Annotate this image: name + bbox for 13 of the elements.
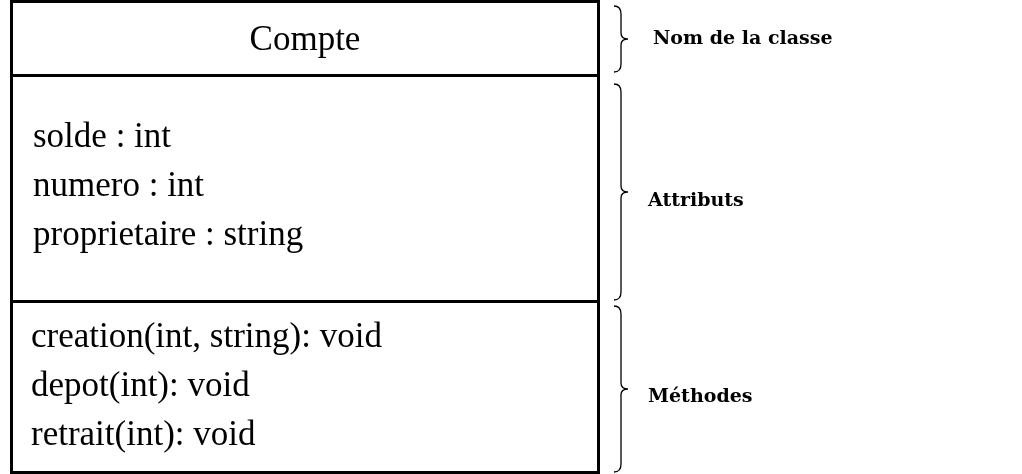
methods-compartment (10, 300, 600, 474)
class-name: Compte (249, 18, 361, 60)
method-text: creation(int, string): void (31, 315, 382, 357)
compartment-label: Nom de la classe (653, 26, 833, 48)
method-text: depot(int): void (31, 364, 250, 406)
method-text: retrait(int): void (31, 413, 256, 455)
attributes-compartment (10, 74, 600, 303)
class-name-compartment (10, 0, 600, 77)
compartment-label: Méthodes (648, 384, 753, 406)
compartment-label: Attributs (648, 188, 744, 210)
attribute-text: numero : int (33, 164, 205, 206)
attribute-text: solde : int (33, 115, 172, 157)
attribute-text: proprietaire : string (33, 213, 304, 255)
